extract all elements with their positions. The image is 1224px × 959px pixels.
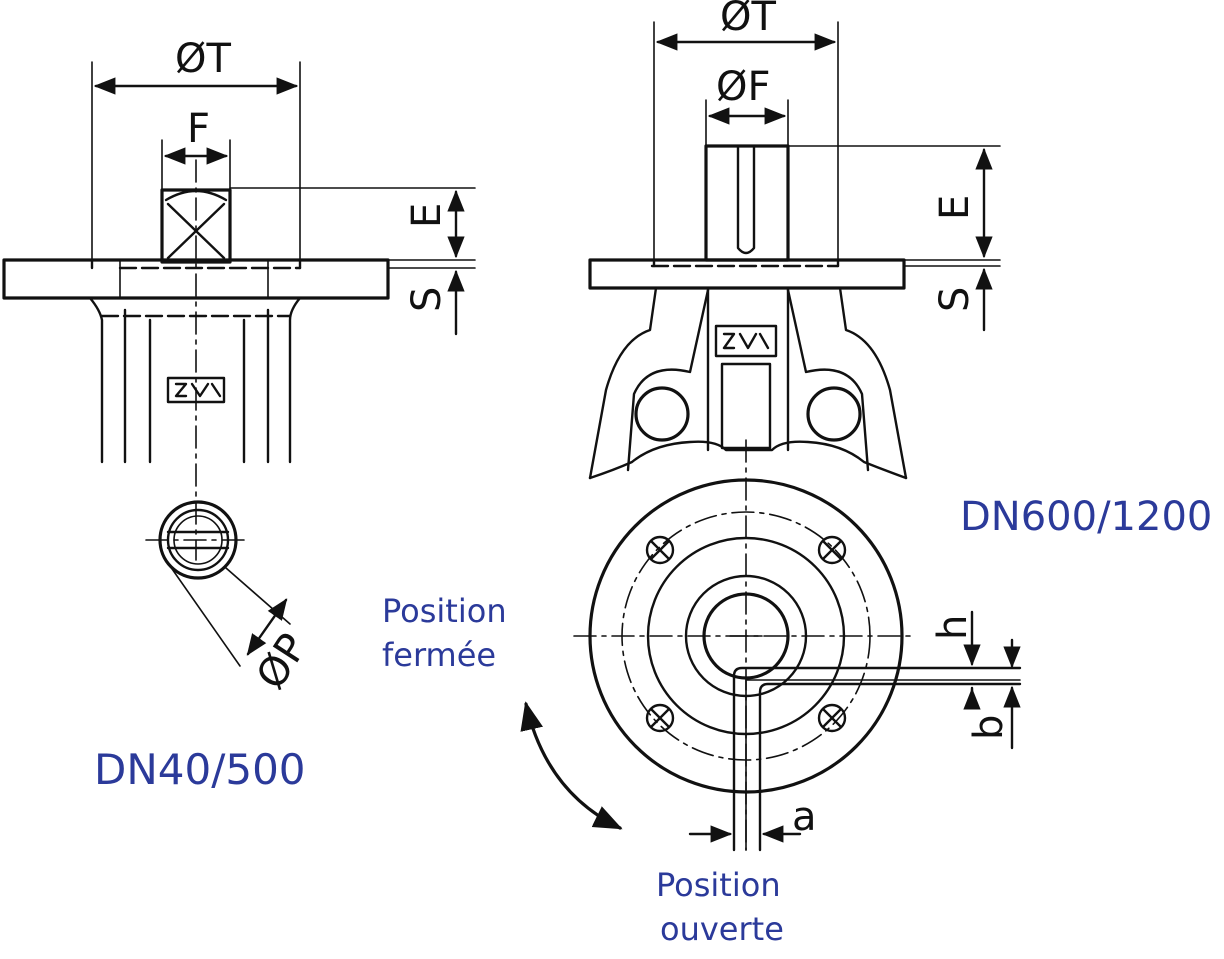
left-dim-P: ØP (248, 626, 317, 698)
left-dim-E: E (404, 203, 450, 228)
left-view-label: DN40/500 (94, 745, 306, 794)
position-open-line1: Position (656, 866, 781, 904)
right-dim-a: a (792, 794, 817, 840)
left-dim-T: ØT (175, 36, 231, 82)
right-dim-b: b (966, 715, 1012, 740)
right-dim-S: S (932, 287, 978, 312)
right-view (520, 21, 1022, 852)
right-dim-T: ØT (720, 0, 776, 40)
position-open-line2: ouverte (660, 910, 784, 948)
right-dim-h: h (930, 615, 976, 640)
left-dim-S: S (404, 287, 450, 312)
left-dim-F: F (187, 106, 210, 152)
position-closed-line1: Position (382, 592, 507, 630)
right-view-label: DN600/1200 (960, 494, 1212, 540)
position-closed-line2: fermée (382, 636, 496, 674)
left-view (2, 61, 476, 667)
right-dim-F: ØF (716, 64, 771, 110)
right-dim-E: E (932, 195, 978, 220)
